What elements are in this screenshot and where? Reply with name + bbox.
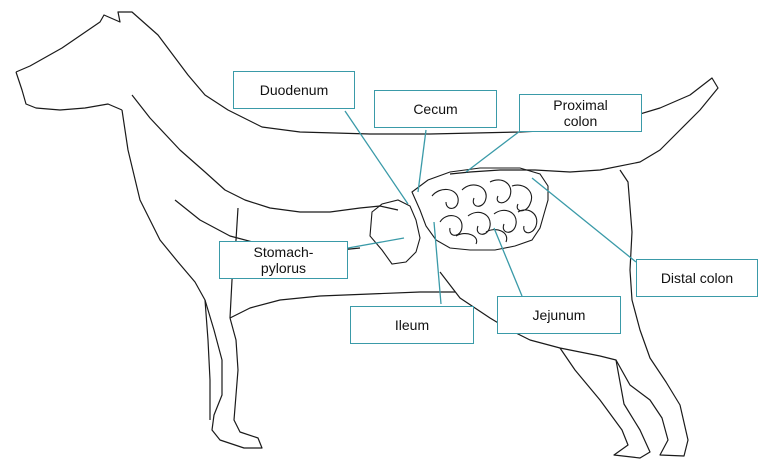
label-jejunum: Jejunum <box>497 296 621 334</box>
label-ileum-text: Ileum <box>395 317 429 333</box>
label-duodenum: Duodenum <box>233 71 355 109</box>
label-cecum: Cecum <box>374 90 497 128</box>
small-intestine-loops <box>432 180 537 244</box>
label-stomach-pylorus: Stomach- pylorus <box>219 241 348 279</box>
label-distal-colon-text: Distal colon <box>661 270 733 286</box>
intestine-organs <box>370 168 548 264</box>
leader-proximal-colon <box>466 131 520 172</box>
label-jejunum-text: Jejunum <box>533 307 586 323</box>
dog-shoulder-line <box>132 95 398 212</box>
colon-outline <box>412 168 548 250</box>
label-proximal-colon: Proximal colon <box>519 94 642 132</box>
label-ileum: Ileum <box>350 306 474 344</box>
label-distal-colon: Distal colon <box>636 259 758 297</box>
dog-head-back-outline <box>16 12 718 174</box>
dog-hind-leg-front <box>560 348 650 458</box>
label-cecum-text: Cecum <box>413 101 457 117</box>
dog-outline <box>16 12 718 458</box>
leader-distal-colon <box>532 178 636 262</box>
leader-jejunum <box>494 228 522 296</box>
leader-stomach <box>348 238 404 248</box>
label-duodenum-text: Duodenum <box>260 82 329 98</box>
label-stomach-pylorus-text: Stomach- pylorus <box>254 244 314 276</box>
label-proximal-colon-text: Proximal colon <box>553 97 607 129</box>
dog-snout-outline <box>16 72 122 110</box>
